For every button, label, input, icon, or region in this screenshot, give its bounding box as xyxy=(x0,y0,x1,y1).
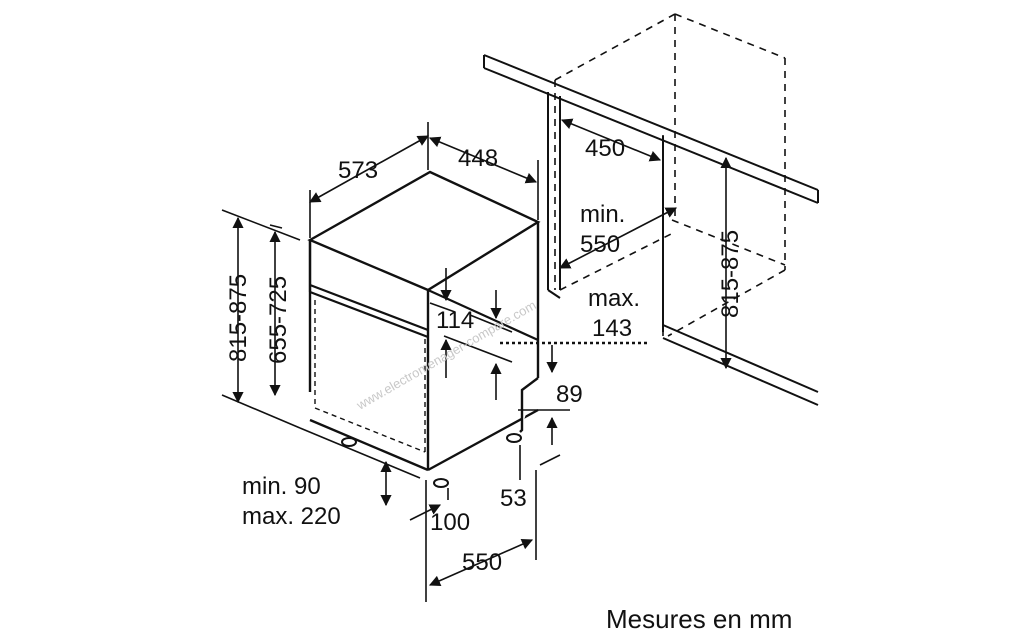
label-plinth-89: 89 xyxy=(556,381,583,408)
label-width-448: 448 xyxy=(458,145,498,172)
door-outline-dashed xyxy=(314,300,426,453)
label-plinth-min: min. 90 xyxy=(242,473,321,500)
label-height-range-left: 815-875 xyxy=(225,274,252,362)
dimension-lines xyxy=(221,118,732,602)
feet xyxy=(341,433,522,488)
label-niche-min: min. xyxy=(580,201,625,228)
label-plinth-max: max. 220 xyxy=(242,503,341,530)
label-height-range-right: 815-875 xyxy=(717,230,744,318)
label-panel-114: 114 xyxy=(436,307,474,334)
label-dim-100: 100 xyxy=(430,509,470,536)
label-max-value: 143 xyxy=(592,315,632,342)
label-height-range-inner: 655-725 xyxy=(265,276,292,364)
label-depth-550: 550 xyxy=(462,549,502,576)
label-niche-width-450: 450 xyxy=(585,135,625,162)
caption-units: Mesures en mm xyxy=(606,604,792,634)
label-plinth-53: 53 xyxy=(500,485,527,512)
label-niche-min-value: 550 xyxy=(580,231,620,258)
label-max: max. xyxy=(588,285,640,312)
label-depth-573: 573 xyxy=(338,157,378,184)
